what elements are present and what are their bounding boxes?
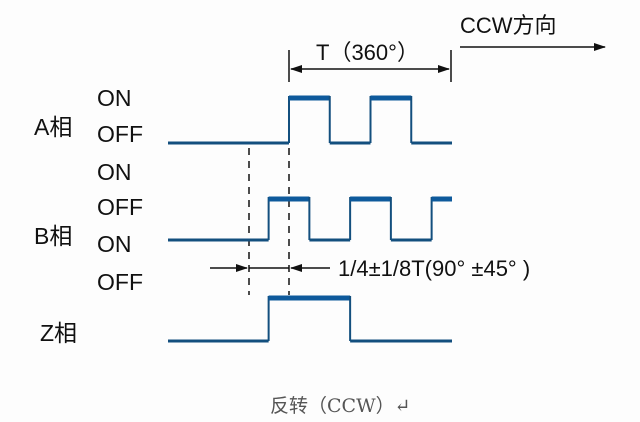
phase-z-label: Z相: [40, 320, 77, 346]
phase-b-label: B相: [34, 223, 72, 249]
period-label: T（360°）: [316, 40, 419, 65]
b-on-label-1: ON: [97, 159, 132, 185]
b-off-label-1: OFF: [97, 194, 143, 220]
a-on-label: ON: [97, 85, 132, 111]
b-off-label-2: OFF: [97, 269, 143, 295]
waveforms-group: [168, 95, 452, 343]
caption: 反转（CCW）↵: [270, 395, 411, 417]
direction-label: CCW方向: [460, 13, 557, 38]
phase-offset-label: 1/4±1/8T(90° ±45° ): [338, 256, 530, 281]
a-off-label: OFF: [97, 121, 143, 147]
b-on-label-2: ON: [97, 231, 132, 257]
phase-a-label: A相: [34, 114, 72, 140]
